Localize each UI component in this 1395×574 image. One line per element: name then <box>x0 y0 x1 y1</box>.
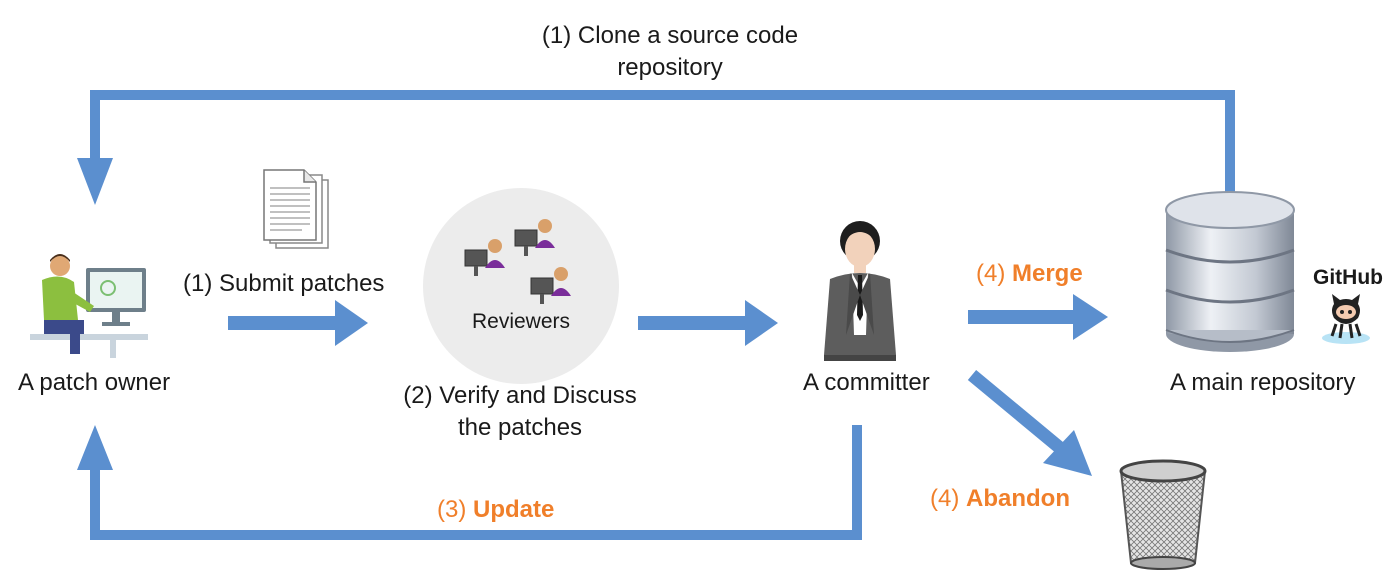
database-icon <box>1165 191 1295 352</box>
trash-bin-icon <box>1119 459 1207 570</box>
committer-icon <box>824 221 896 361</box>
abandon-word: Abandon <box>966 485 1070 512</box>
committer-label: A committer <box>803 369 930 396</box>
reviewers-label: Reviewers <box>471 310 571 333</box>
patch-owner-icon <box>30 254 148 358</box>
clone-line-2: repository <box>617 54 723 81</box>
update-prefix: (3) <box>437 496 473 523</box>
verify-line-1: (2) Verify and Discuss <box>403 382 637 409</box>
clone-arrow <box>77 90 1235 205</box>
submit-arrow <box>228 300 368 346</box>
document-icon <box>263 169 329 249</box>
merge-arrow <box>968 294 1108 340</box>
main-repository-label: A main repository <box>1170 369 1356 396</box>
clone-label: (1) Clone a source code repository <box>520 20 820 84</box>
merge-word: Merge <box>1012 260 1083 287</box>
reviewers-icon <box>464 219 571 304</box>
github-label: GitHub <box>1313 266 1383 289</box>
update-word: Update <box>473 496 555 523</box>
merge-prefix: (4) <box>976 260 1012 287</box>
update-label: (3) Update <box>437 494 554 526</box>
abandon-arrow <box>967 369 1092 476</box>
verify-line-2: the patches <box>457 414 583 441</box>
patch-owner-label: A patch owner <box>18 369 171 396</box>
verify-label: (2) Verify and Discuss the patches <box>370 380 670 444</box>
abandon-prefix: (4) <box>930 485 966 512</box>
review-to-committer-arrow <box>638 300 778 346</box>
clone-line-1: (1) Clone a source code <box>541 22 799 49</box>
abandon-label: (4) Abandon <box>930 483 1070 515</box>
github-octocat-icon <box>1322 294 1370 344</box>
update-arrow <box>77 425 862 540</box>
merge-label: (4) Merge <box>976 258 1083 290</box>
reviewers-group: Reviewers <box>423 188 619 384</box>
submit-label: (1) Submit patches <box>183 270 385 297</box>
